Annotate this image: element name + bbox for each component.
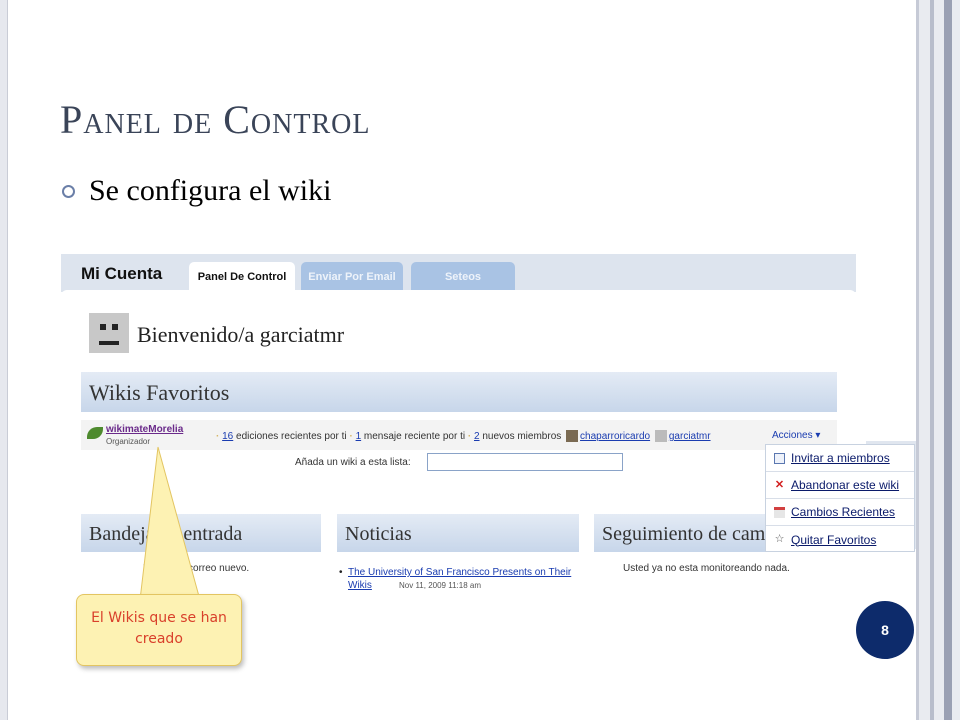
wiki-stats: · 16 ediciones recientes por ti · 1 mens… — [216, 430, 711, 442]
tracking-text: Usted ya no esta monitoreando nada. — [623, 563, 790, 574]
avatar — [89, 313, 129, 353]
slide-right-frame — [916, 0, 960, 720]
menu-item-recent-changes[interactable]: Cambios Recientes — [766, 499, 914, 526]
welcome-text: Bienvenido/a garciatmr — [137, 322, 345, 347]
favorite-wiki-row: wikimateMorelia Organizador · 16 edicion… — [81, 420, 837, 450]
slide-left-frame — [0, 0, 8, 720]
bullet-item: Se configura el wiki — [62, 174, 331, 208]
calendar-icon — [774, 506, 785, 518]
x-icon: ✕ — [774, 478, 785, 491]
wiki-role: Organizador — [106, 437, 151, 446]
tab-send-email[interactable]: Enviar Por Email — [301, 262, 403, 292]
actions-dropdown[interactable]: Acciones ▾ — [772, 430, 821, 441]
member-avatar-icon — [654, 430, 667, 442]
wiki-name-link[interactable]: wikimateMorelia — [106, 424, 184, 435]
actions-menu: Invitar a miembros ✕ Abandonar este wiki… — [765, 444, 915, 552]
menu-item-invite[interactable]: Invitar a miembros — [766, 445, 914, 472]
callout-note: El Wikis que se han creado — [76, 594, 242, 666]
bullet-circle-icon — [62, 184, 75, 198]
recent-edits-link[interactable]: 16 — [222, 431, 234, 442]
menu-item-leave[interactable]: ✕ Abandonar este wiki — [766, 472, 914, 499]
member-avatar-icon — [566, 430, 579, 442]
star-icon: ☆ — [774, 533, 785, 545]
add-wiki-input[interactable] — [427, 453, 623, 471]
news-item: • The University of San Francisco Presen… — [339, 566, 578, 592]
inbox-header: Bandeja de entrada — [81, 514, 321, 552]
page-number-badge: 8 — [856, 601, 914, 659]
slide-title: Panel de Control — [60, 97, 371, 142]
member-link-1[interactable]: chaparroricardo — [580, 431, 651, 442]
news-header: Noticias — [337, 514, 579, 552]
tab-settings[interactable]: Seteos — [411, 262, 515, 292]
news-link[interactable]: The University of San Francisco Presents… — [348, 567, 572, 591]
favorites-header: Wikis Favoritos — [81, 372, 837, 412]
menu-item-remove-favorite[interactable]: ☆ Quitar Favoritos — [774, 532, 877, 547]
recent-messages-link[interactable]: 1 — [355, 431, 362, 442]
wiki-dashboard-screenshot: Mi Cuenta Panel De Control Enviar Por Em… — [61, 254, 856, 604]
account-title: Mi Cuenta — [81, 264, 163, 283]
mail-icon — [774, 452, 785, 464]
news-date: Nov 11, 2009 11:18 am — [399, 581, 481, 590]
inbox-text: No tienes correo nuevo. — [143, 563, 250, 574]
bullet-text: Se configura el wiki — [89, 174, 332, 207]
member-link-2[interactable]: garciatmr — [668, 431, 711, 442]
tab-panel-control[interactable]: Panel De Control — [189, 262, 295, 292]
account-header: Mi Cuenta Panel De Control Enviar Por Em… — [61, 254, 856, 292]
wiki-leaf-icon — [87, 427, 103, 439]
new-members-link[interactable]: 2 — [473, 431, 480, 442]
add-wiki-label: Añada un wiki a esta lista: — [295, 457, 411, 468]
